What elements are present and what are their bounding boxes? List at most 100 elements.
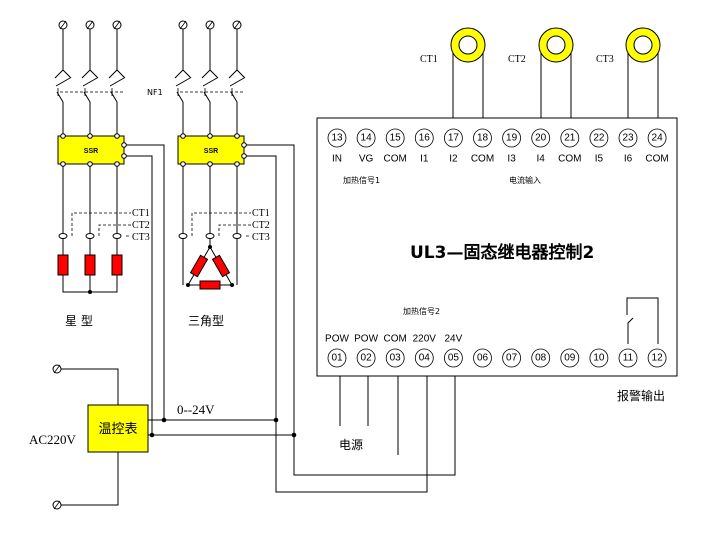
terminal-05 <box>443 348 463 368</box>
input-terminal-1c <box>112 20 122 30</box>
terminal-16-number: 16 <box>419 133 431 144</box>
input-terminal-1a <box>58 20 68 30</box>
terminal-14-number: 14 <box>361 133 373 144</box>
ct-ring-1-label: CT1 <box>420 54 438 65</box>
terminal-19-number: 19 <box>506 133 518 144</box>
junction-4 <box>291 432 297 438</box>
ssr2-signal-wire-b <box>246 155 428 493</box>
input-terminal-1b <box>85 20 95 30</box>
heating-signal-1-label: 加热信号1 <box>343 175 380 185</box>
branch-1-wires <box>62 166 118 255</box>
terminal-03-number: 03 <box>390 353 402 364</box>
terminal-14-label: VG <box>359 154 374 165</box>
terminal-17 <box>443 128 463 148</box>
ssr1-signal-wire-a <box>126 144 165 421</box>
ct-ring-3-label: CT3 <box>596 54 614 65</box>
branch-1-ct1-label: CT1 <box>132 208 150 219</box>
branch-2-ct1-label: CT1 <box>252 208 270 219</box>
input-terminal-2a <box>178 20 188 30</box>
breaker-label: NF1 <box>147 88 163 97</box>
terminal-21-label: COM <box>558 154 581 165</box>
terminal-02-number: 02 <box>361 353 373 364</box>
terminal-15 <box>385 128 405 148</box>
branch-2-wires <box>182 166 238 285</box>
junction-3 <box>273 417 279 423</box>
terminal-02-label: POW <box>354 334 378 345</box>
terminal-07 <box>502 348 522 368</box>
terminal-17-label: I2 <box>449 154 458 165</box>
controller-label: 温控表 <box>98 422 137 437</box>
terminal-18-label: COM <box>471 154 494 165</box>
terminal-09 <box>560 348 580 368</box>
terminal-01 <box>327 348 347 368</box>
top-terminal-row: 13IN14VG15COM16I117I218COM19I320I421COM2… <box>327 128 669 165</box>
terminal-01-label: POW <box>325 334 349 345</box>
terminal-11-number: 11 <box>623 353 634 364</box>
alarm-relay-contact <box>626 297 659 344</box>
terminal-12 <box>647 348 667 368</box>
junction-2 <box>149 432 155 438</box>
terminal-04-number: 04 <box>419 353 431 364</box>
terminal-10-number: 10 <box>593 353 605 364</box>
terminal-23 <box>618 128 638 148</box>
terminal-03-label: COM <box>384 334 407 345</box>
terminal-23-label: I6 <box>624 154 633 165</box>
terminal-14 <box>356 128 376 148</box>
power-leads <box>339 376 369 426</box>
terminal-04-label: 220V <box>413 334 437 345</box>
terminal-07-number: 07 <box>506 353 518 364</box>
branch-2-ct-tap <box>178 212 251 239</box>
ac-terminal-top <box>52 364 62 374</box>
star-label: 星 型 <box>65 314 93 328</box>
terminal-16 <box>414 128 434 148</box>
ssr-2-label: SSR <box>204 148 218 155</box>
terminal-02 <box>356 348 376 368</box>
delta-heaters <box>186 245 234 290</box>
ct-ring-2 <box>538 27 574 118</box>
terminal-01-number: 01 <box>331 353 343 364</box>
terminal-22-number: 22 <box>593 133 605 144</box>
terminal-18-number: 18 <box>477 133 489 144</box>
ac-label: AC220V <box>29 432 77 447</box>
terminal-22-label: I5 <box>595 154 604 165</box>
ac-supply-wires <box>61 368 119 506</box>
ct-ring-1 <box>450 27 486 118</box>
terminal-11 <box>618 348 638 368</box>
branch-2-ct2-label: CT2 <box>252 220 270 231</box>
input-terminal-2c <box>232 20 242 30</box>
terminal-10 <box>589 348 609 368</box>
terminal-13 <box>327 128 347 148</box>
terminal-19-label: I3 <box>507 154 516 165</box>
branch-1-ct2-label: CT2 <box>132 220 150 231</box>
terminal-15-label: COM <box>384 154 407 165</box>
terminal-24-number: 24 <box>652 133 664 144</box>
terminal-18 <box>473 128 492 148</box>
terminal-06 <box>473 348 492 368</box>
ct-ring-3 <box>625 27 661 118</box>
branch-1-ct-tap <box>58 212 131 239</box>
terminal-15-number: 15 <box>390 133 402 144</box>
branch-2-ct3-label: CT3 <box>252 232 270 243</box>
terminal-23-number: 23 <box>622 133 634 144</box>
terminal-13-label: IN <box>332 154 342 165</box>
terminal-05-label: 24V <box>445 334 463 345</box>
terminal-16-label: I1 <box>420 154 429 165</box>
terminal-09-number: 09 <box>564 353 576 364</box>
terminal-21-number: 21 <box>564 133 576 144</box>
ct-ring-2-label: CT2 <box>508 54 526 65</box>
terminal-21 <box>560 128 580 148</box>
delta-label: 三角型 <box>188 314 224 328</box>
terminal-17-number: 17 <box>448 133 460 144</box>
terminal-12-number: 12 <box>652 353 664 364</box>
controller-module <box>316 117 678 377</box>
range-label: 0--24V <box>177 402 215 417</box>
terminal-19 <box>502 128 522 148</box>
alarm-output-label: 报警输出 <box>617 388 665 403</box>
ssr-1: SSR <box>57 133 127 167</box>
power-label: 电源 <box>339 438 363 452</box>
terminal-24-label: COM <box>645 154 668 165</box>
heating-signal-2-label: 加热信号2 <box>403 306 440 316</box>
ssr2-signal-wire-a <box>246 144 456 476</box>
